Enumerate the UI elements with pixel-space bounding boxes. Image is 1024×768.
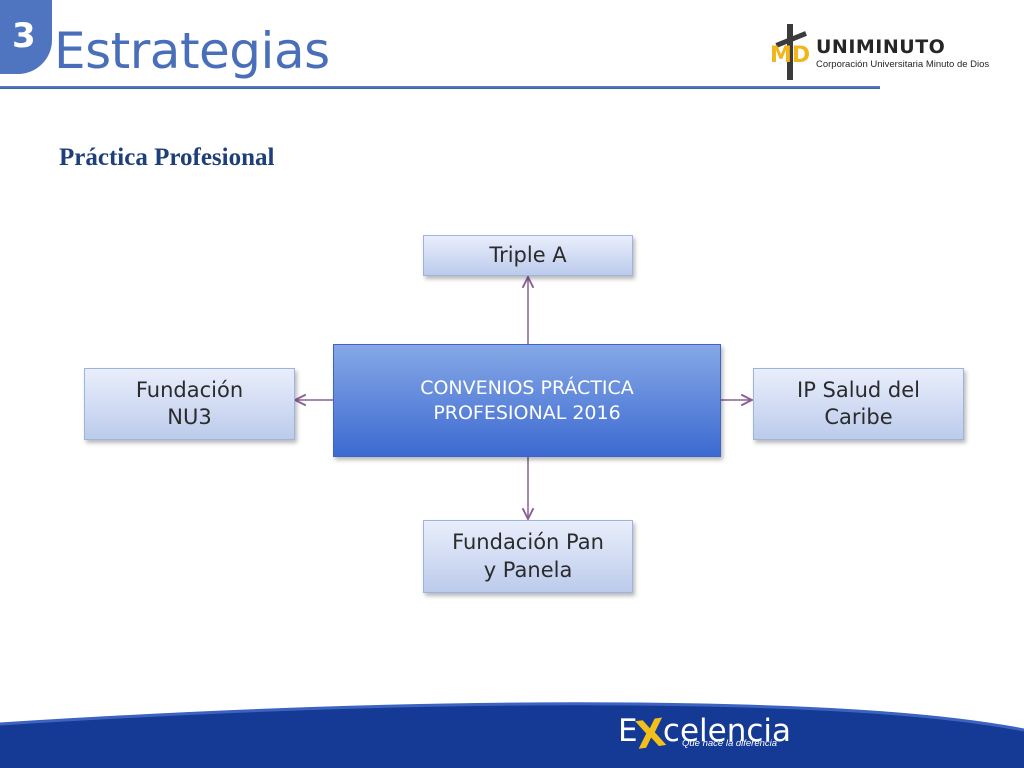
node-top-label: Triple A: [489, 242, 567, 267]
excelencia-logo: EXcelencia: [618, 706, 792, 758]
node-bottom-line2: y Panela: [483, 557, 573, 582]
node-center-line1: CONVENIOS PRÁCTICA: [420, 376, 634, 399]
brand-x-icon: X: [632, 710, 668, 758]
section-number: 3: [12, 16, 36, 56]
node-left-line1: Fundación: [135, 377, 244, 402]
node-center-line2: PROFESIONAL 2016: [433, 401, 621, 424]
brand-end: celencia: [662, 713, 792, 749]
section-number-badge: 3: [0, 0, 52, 74]
slide-subtitle: Práctica Profesional: [59, 144, 275, 171]
title-underline: [0, 86, 880, 89]
node-right-line2: Caribe: [824, 405, 893, 429]
logo-tagline: Corporación Universitaria Minuto de Dios: [816, 59, 990, 70]
node-convenios-center: CONVENIOS PRÁCTICA PROFESIONAL 2016: [333, 344, 721, 457]
footer-band: [0, 702, 1024, 768]
uniminuto-logo: MD UNIMINUTO Corporación Universitaria M…: [768, 22, 996, 82]
md-cross-logo-icon: MD: [770, 24, 810, 80]
brand-tagline: Que hace la diferencia: [682, 738, 778, 749]
node-left-line2: NU3: [167, 405, 212, 429]
node-fundacion-nu3: Fundación NU3: [84, 368, 295, 440]
logo-name: UNIMINUTO: [816, 36, 946, 58]
node-right-line1: IP Salud del: [797, 377, 920, 402]
logo-mark: MD: [770, 43, 810, 68]
node-bottom-line1: Fundación Pan: [452, 530, 604, 555]
node-triple-a: Triple A: [423, 235, 633, 276]
brand-start: E: [618, 713, 638, 749]
slide-title: Estrategias: [54, 22, 330, 80]
node-fundacion-pan-panela: Fundación Pan y Panela: [423, 520, 633, 593]
node-ip-salud-caribe: IP Salud del Caribe: [753, 368, 964, 440]
